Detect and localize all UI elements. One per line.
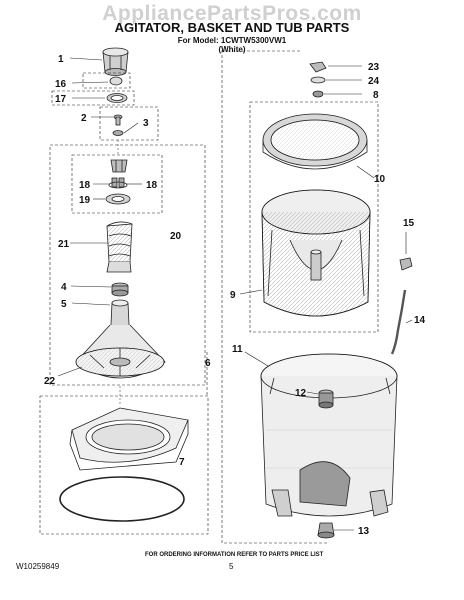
part-17-box — [51, 90, 135, 106]
agitator-assembly-group — [39, 47, 209, 535]
callout-24: 24 — [368, 76, 380, 87]
callout-13: 13 — [358, 526, 370, 537]
callout-1: 1 — [58, 54, 64, 65]
basket-tub-group — [221, 50, 413, 544]
callout-23: 23 — [368, 62, 380, 73]
spanner-nut-part — [309, 61, 327, 73]
agitator-outline-box — [49, 144, 206, 386]
callout-17: 17 — [55, 94, 67, 105]
agitator-auger-part — [106, 221, 133, 273]
diagram-title: AGITATOR, BASKET AND TUB PARTS — [114, 20, 350, 35]
callout-16: 16 — [55, 79, 67, 90]
model-info: For Model: 1CWTW5300VW1 (White) — [0, 36, 464, 54]
callout-4: 4 — [61, 282, 67, 293]
tub-ring-box — [39, 395, 209, 535]
callout-11: 11 — [232, 344, 243, 355]
part-2-3-box — [99, 106, 159, 141]
coupler-part — [111, 282, 129, 297]
watermark: AppliancePartsPros.com — [102, 2, 362, 25]
callout-3: 3 — [143, 118, 149, 129]
callout-6: 6 — [205, 358, 211, 369]
agitator-dogs-part — [108, 177, 128, 189]
part-16-box — [82, 72, 131, 89]
dog-cam-part — [105, 193, 131, 205]
wash-basket-part — [261, 189, 371, 317]
page-number: 5 — [229, 562, 234, 571]
document-number: W10259849 — [16, 562, 60, 571]
overflow-hose-part — [390, 289, 407, 355]
part-18-19-box — [71, 154, 163, 214]
drive-nut-part — [317, 522, 335, 539]
bolt-part — [113, 114, 123, 126]
callout-12: 12 — [295, 388, 307, 399]
callout-5: 5 — [61, 299, 67, 310]
agitator-base-part — [75, 299, 166, 379]
callout-20: 20 — [170, 231, 182, 242]
callout-labels: 1 16 17 2 3 18 18 19 20 21 4 5 22 6 7 23… — [44, 54, 426, 537]
hub-nut-part — [312, 90, 324, 98]
ordering-note: FOR ORDERING INFORMATION REFER TO PARTS … — [145, 552, 324, 558]
agitator-cap-part — [102, 47, 129, 76]
balance-ring-part — [262, 113, 368, 170]
model-variant: (White) — [218, 45, 246, 54]
hub-washer-part — [310, 76, 326, 84]
callout-22: 22 — [44, 376, 56, 387]
callout-9: 9 — [230, 290, 236, 301]
callout-21: 21 — [58, 239, 70, 250]
callout-15: 15 — [403, 218, 415, 229]
callout-7: 7 — [179, 457, 185, 468]
callout-18-right: 18 — [146, 180, 158, 191]
callout-8: 8 — [373, 90, 379, 101]
basket-box — [249, 101, 379, 333]
cap-insert-part — [109, 76, 123, 86]
tub-ring-part — [69, 407, 189, 471]
washer-part — [112, 130, 124, 136]
tub-seal-part — [318, 389, 334, 409]
hose-clip-part — [399, 257, 413, 271]
outer-tub-part — [260, 353, 398, 517]
callout-10: 10 — [374, 174, 386, 185]
drive-block-part — [110, 159, 128, 173]
callout-18-left: 18 — [79, 180, 91, 191]
model-line: For Model: 1CWTW5300VW1 — [177, 36, 287, 45]
callout-14: 14 — [414, 315, 426, 326]
callout-19: 19 — [79, 195, 91, 206]
callout-2: 2 — [81, 113, 87, 124]
tub-gasket-part — [59, 476, 185, 522]
